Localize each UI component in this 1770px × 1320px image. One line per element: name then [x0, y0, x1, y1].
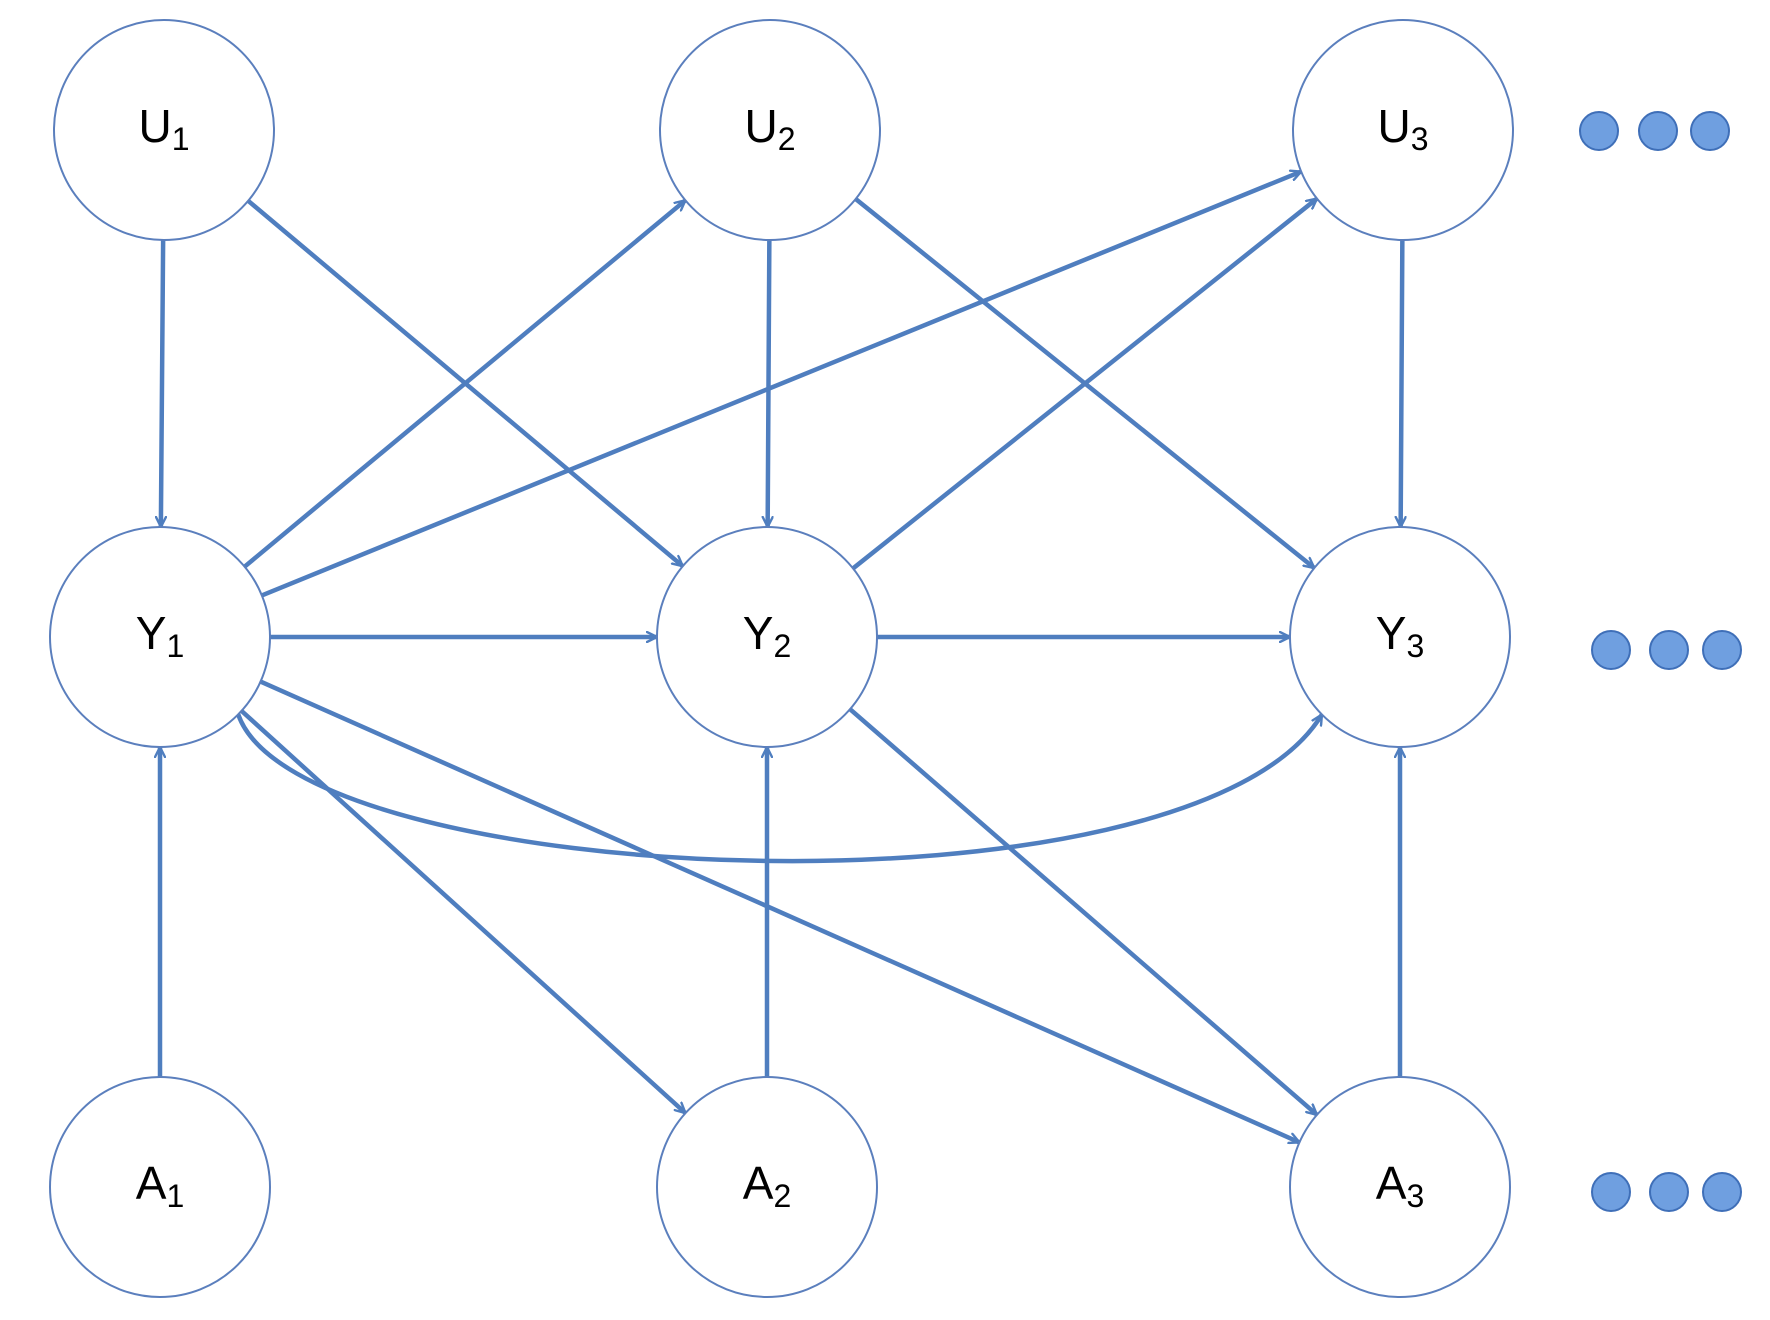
- node-a3-circle: [1289, 1076, 1511, 1298]
- node-y1-label: Y1: [136, 607, 184, 664]
- node-u1-circle: [53, 19, 275, 241]
- edge-y1-a3: [258, 679, 1302, 1145]
- node-a2-label: A2: [743, 1157, 791, 1214]
- node-u3: U3: [1292, 19, 1514, 241]
- node-u1-label: U1: [138, 100, 189, 157]
- edges: [160, 169, 1403, 1145]
- node-a1: A1: [49, 1076, 271, 1298]
- node-a3: A3: [1289, 1076, 1511, 1298]
- edge-y1-u2: [242, 198, 688, 569]
- ellipsis-dot: [1591, 1172, 1631, 1212]
- ellipsis-dot: [1690, 111, 1730, 151]
- node-a2-circle: [656, 1076, 878, 1298]
- node-u3-circle: [1292, 19, 1514, 241]
- nodes: U1 U2 U3 Y1 Y2 Y3 A1 A2: [49, 19, 1514, 1298]
- ellipsis-dot: [1702, 1172, 1742, 1212]
- node-u2-label: U2: [744, 100, 795, 157]
- edge-u3-y3: [1401, 237, 1403, 530]
- ellipsis-u-row: [1579, 111, 1730, 151]
- node-a1-label: A1: [136, 1157, 184, 1214]
- node-y2: Y2: [656, 526, 878, 748]
- node-u1: U1: [53, 19, 275, 241]
- ellipsis-dot: [1591, 630, 1631, 670]
- node-a3-label: A3: [1376, 1157, 1424, 1214]
- node-y1: Y1: [49, 526, 271, 748]
- node-y1-circle: [49, 526, 271, 748]
- edge-y2-u3: [850, 196, 1320, 571]
- node-u2: U2: [659, 19, 881, 241]
- ellipsis-dot: [1649, 630, 1689, 670]
- node-a2: A2: [656, 1076, 878, 1298]
- edge-y1-u3: [259, 169, 1304, 598]
- ellipsis-dot: [1649, 1172, 1689, 1212]
- node-y3-circle: [1289, 526, 1511, 748]
- node-u3-label: U3: [1377, 100, 1428, 157]
- node-a1-circle: [49, 1076, 271, 1298]
- ellipsis-dot: [1579, 111, 1619, 151]
- ellipsis-y-row: [1591, 630, 1742, 670]
- edge-y1-y3: [235, 712, 1325, 864]
- edge-u2-y2: [768, 237, 770, 530]
- node-y2-label: Y2: [743, 607, 791, 664]
- ellipsis-a-row: [1591, 1172, 1742, 1212]
- edge-u1-y1: [161, 237, 163, 530]
- ellipsis-dot: [1638, 111, 1678, 151]
- edge-y1-a2: [239, 708, 688, 1116]
- node-u2-circle: [659, 19, 881, 241]
- node-y2-circle: [656, 526, 878, 748]
- node-y3-label: Y3: [1376, 607, 1424, 664]
- edge-y2-a3: [847, 706, 1320, 1118]
- ellipsis-dot: [1702, 630, 1742, 670]
- node-y3: Y3: [1289, 526, 1511, 748]
